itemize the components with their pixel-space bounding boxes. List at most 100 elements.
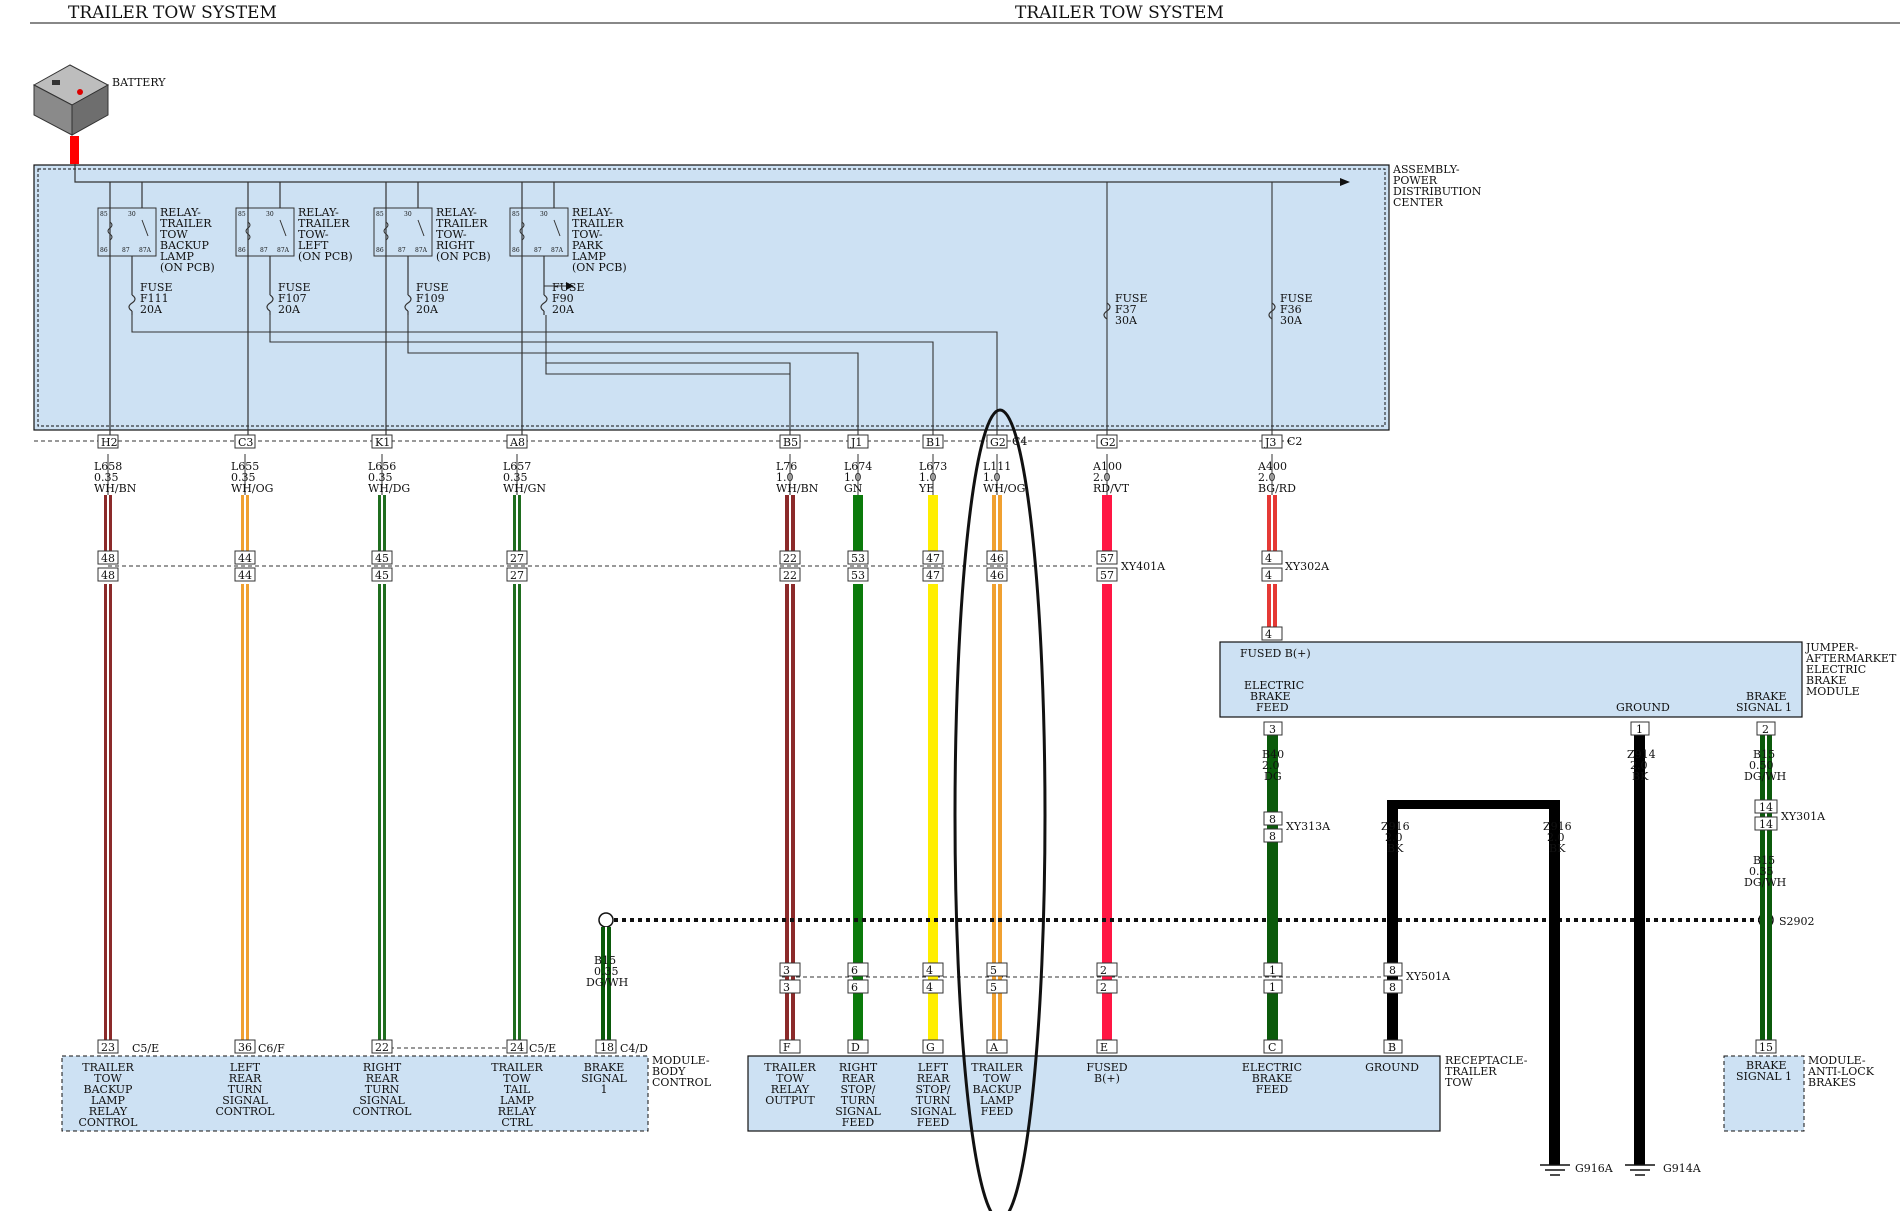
svg-text:22: 22	[375, 1041, 389, 1054]
pin-low: 3	[779, 979, 801, 994]
svg-text:YE: YE	[918, 482, 934, 495]
svg-text:XY313A: XY313A	[1286, 820, 1331, 833]
svg-text:TOW-: TOW-	[436, 228, 467, 241]
svg-text:85: 85	[376, 211, 384, 218]
svg-text:1: 1	[1636, 723, 1643, 736]
svg-text:A: A	[989, 1041, 999, 1054]
svg-text:5: 5	[990, 981, 997, 994]
svg-text:BRAKES: BRAKES	[1808, 1076, 1856, 1089]
svg-text:GN: GN	[844, 482, 863, 495]
pin-top: B5	[779, 434, 801, 449]
svg-text:20A: 20A	[552, 303, 575, 316]
svg-text:BRAKE: BRAKE	[1746, 690, 1787, 703]
pin-top: A8	[506, 434, 528, 449]
svg-text:46: 46	[990, 552, 1004, 565]
pin-mid: 57	[1096, 567, 1118, 582]
svg-text:D: D	[851, 1041, 860, 1054]
svg-text:WH/DG: WH/DG	[368, 482, 410, 495]
svg-text:XY301A: XY301A	[1781, 810, 1826, 823]
svg-text:SIGNAL 1: SIGNAL 1	[1736, 701, 1792, 714]
svg-text:LAMP: LAMP	[572, 250, 607, 263]
svg-text:DG/WH: DG/WH	[586, 976, 628, 989]
svg-text:4: 4	[1265, 552, 1272, 565]
highlight-ellipse	[953, 408, 1047, 1211]
svg-text:30: 30	[540, 211, 548, 218]
svg-text:POWER: POWER	[1393, 174, 1438, 187]
receptacle-label: RECEPTACLE- TRAILER TOW	[1445, 1054, 1528, 1089]
pin-bottom: 23	[97, 1039, 119, 1054]
svg-text:WH/BN: WH/BN	[94, 482, 137, 495]
svg-text:SIGNAL 1: SIGNAL 1	[1736, 1070, 1792, 1083]
svg-text:RELAY-: RELAY-	[572, 206, 613, 219]
svg-text:1.0: 1.0	[776, 471, 794, 484]
fuse-f37: FUSE F37 30A	[1103, 292, 1147, 327]
svg-text:AFTERMARKET: AFTERMARKET	[1805, 652, 1897, 665]
svg-text:53: 53	[851, 552, 865, 565]
svg-text:57: 57	[1100, 552, 1114, 565]
svg-text:86: 86	[100, 247, 108, 254]
pin-top: H2	[97, 434, 119, 449]
svg-text:57: 57	[1100, 569, 1114, 582]
svg-text:C2: C2	[1287, 435, 1302, 448]
svg-text:FUSE: FUSE	[140, 281, 172, 294]
page-title-left: TRAILER TOW SYSTEM	[68, 3, 277, 23]
pin-mid: 53	[847, 550, 869, 565]
pin-mid: 4	[1261, 550, 1283, 565]
svg-text:1: 1	[1269, 981, 1276, 994]
svg-text:2: 2	[1100, 964, 1107, 977]
svg-text:87A: 87A	[551, 247, 564, 254]
svg-text:XY401A: XY401A	[1121, 560, 1166, 573]
pin-low: 2	[1096, 979, 1118, 994]
svg-text:DG/WH: DG/WH	[1744, 770, 1786, 783]
svg-text:0.35: 0.35	[1749, 865, 1774, 878]
pin-bottom: 36	[234, 1039, 256, 1054]
svg-text:20A: 20A	[278, 303, 301, 316]
svg-text:BK: BK	[1549, 842, 1566, 855]
power-distribution-center	[33, 164, 1390, 431]
svg-text:2.0: 2.0	[1262, 759, 1280, 772]
svg-text:G2: G2	[990, 436, 1006, 449]
svg-text:85: 85	[512, 211, 520, 218]
svg-text:RECEPTACLE-: RECEPTACLE-	[1445, 1054, 1528, 1067]
pin-mid: 22	[779, 567, 801, 582]
svg-text:86: 86	[512, 247, 520, 254]
svg-text:3: 3	[1269, 723, 1276, 736]
svg-text:L76: L76	[776, 460, 797, 473]
pdc-internal-routing	[131, 182, 1273, 438]
pin-bottom: 4	[1261, 626, 1283, 641]
svg-text:XY501A: XY501A	[1406, 970, 1451, 983]
svg-text:ANTI-LOCK: ANTI-LOCK	[1807, 1065, 1875, 1078]
svg-text:FUSE: FUSE	[278, 281, 310, 294]
svg-text:(ON PCB): (ON PCB)	[160, 261, 215, 274]
svg-text:RELAY-: RELAY-	[298, 206, 339, 219]
svg-text:TRAILER: TRAILER	[572, 217, 624, 230]
svg-text:2.0: 2.0	[1093, 471, 1111, 484]
svg-text:2: 2	[1762, 723, 1769, 736]
pin-bottom: E	[1096, 1039, 1118, 1054]
svg-text:2.0: 2.0	[1385, 831, 1403, 844]
pin-bottom: G	[922, 1039, 944, 1054]
svg-text:30: 30	[266, 211, 274, 218]
svg-text:G914A: G914A	[1663, 1162, 1702, 1175]
svg-text:87: 87	[398, 247, 406, 254]
svg-text:B15: B15	[1753, 748, 1775, 761]
splice-bcm	[598, 912, 614, 928]
svg-text:23: 23	[101, 1041, 115, 1054]
svg-text:30A: 30A	[1115, 314, 1138, 327]
svg-text:1.0: 1.0	[919, 471, 937, 484]
svg-text:DG/WH: DG/WH	[1744, 876, 1786, 889]
svg-text:47: 47	[926, 552, 940, 565]
svg-text:0.50: 0.50	[1749, 759, 1774, 772]
svg-text:TOW-: TOW-	[298, 228, 329, 241]
svg-text:C5/E: C5/E	[132, 1042, 159, 1055]
pin-mid: 45	[371, 550, 393, 565]
